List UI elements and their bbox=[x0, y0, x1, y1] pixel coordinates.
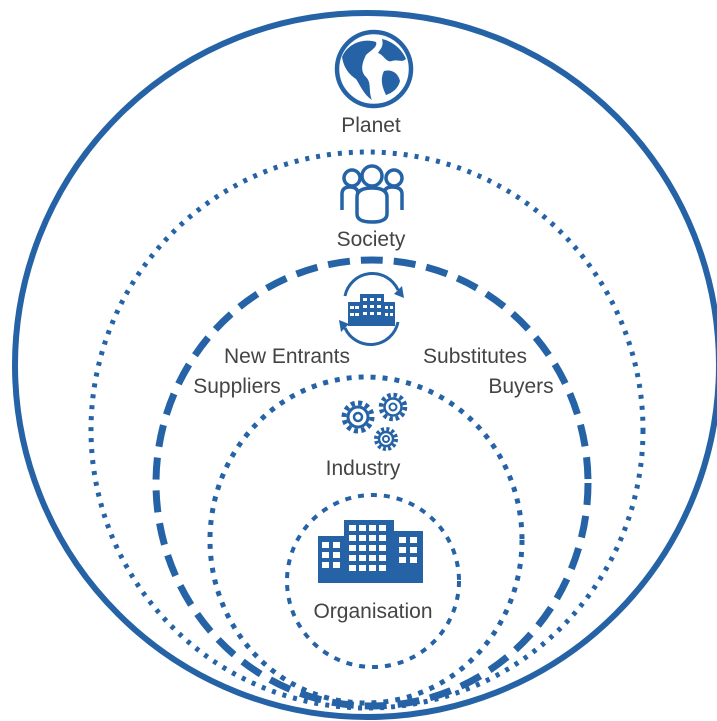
society-ring bbox=[88, 149, 646, 711]
buyers-label: Buyers bbox=[488, 375, 553, 398]
planet-label: Planet bbox=[341, 114, 401, 137]
people-icon bbox=[340, 164, 404, 224]
new-entrants-label: New Entrants bbox=[224, 345, 350, 368]
building-cycle-icon bbox=[339, 271, 404, 347]
office-buildings-icon bbox=[318, 520, 423, 583]
market-ring bbox=[152, 256, 592, 710]
organisation-ring bbox=[285, 493, 461, 669]
planet-ring bbox=[12, 10, 717, 720]
society-label: Society bbox=[337, 228, 406, 251]
suppliers-label: Suppliers bbox=[193, 375, 281, 398]
gears-icon bbox=[341, 392, 408, 451]
organisation-label: Organisation bbox=[313, 600, 432, 623]
industry-ring bbox=[207, 374, 525, 706]
globe-icon bbox=[334, 29, 414, 109]
industry-label: Industry bbox=[326, 457, 401, 480]
substitutes-label: Substitutes bbox=[423, 345, 527, 368]
